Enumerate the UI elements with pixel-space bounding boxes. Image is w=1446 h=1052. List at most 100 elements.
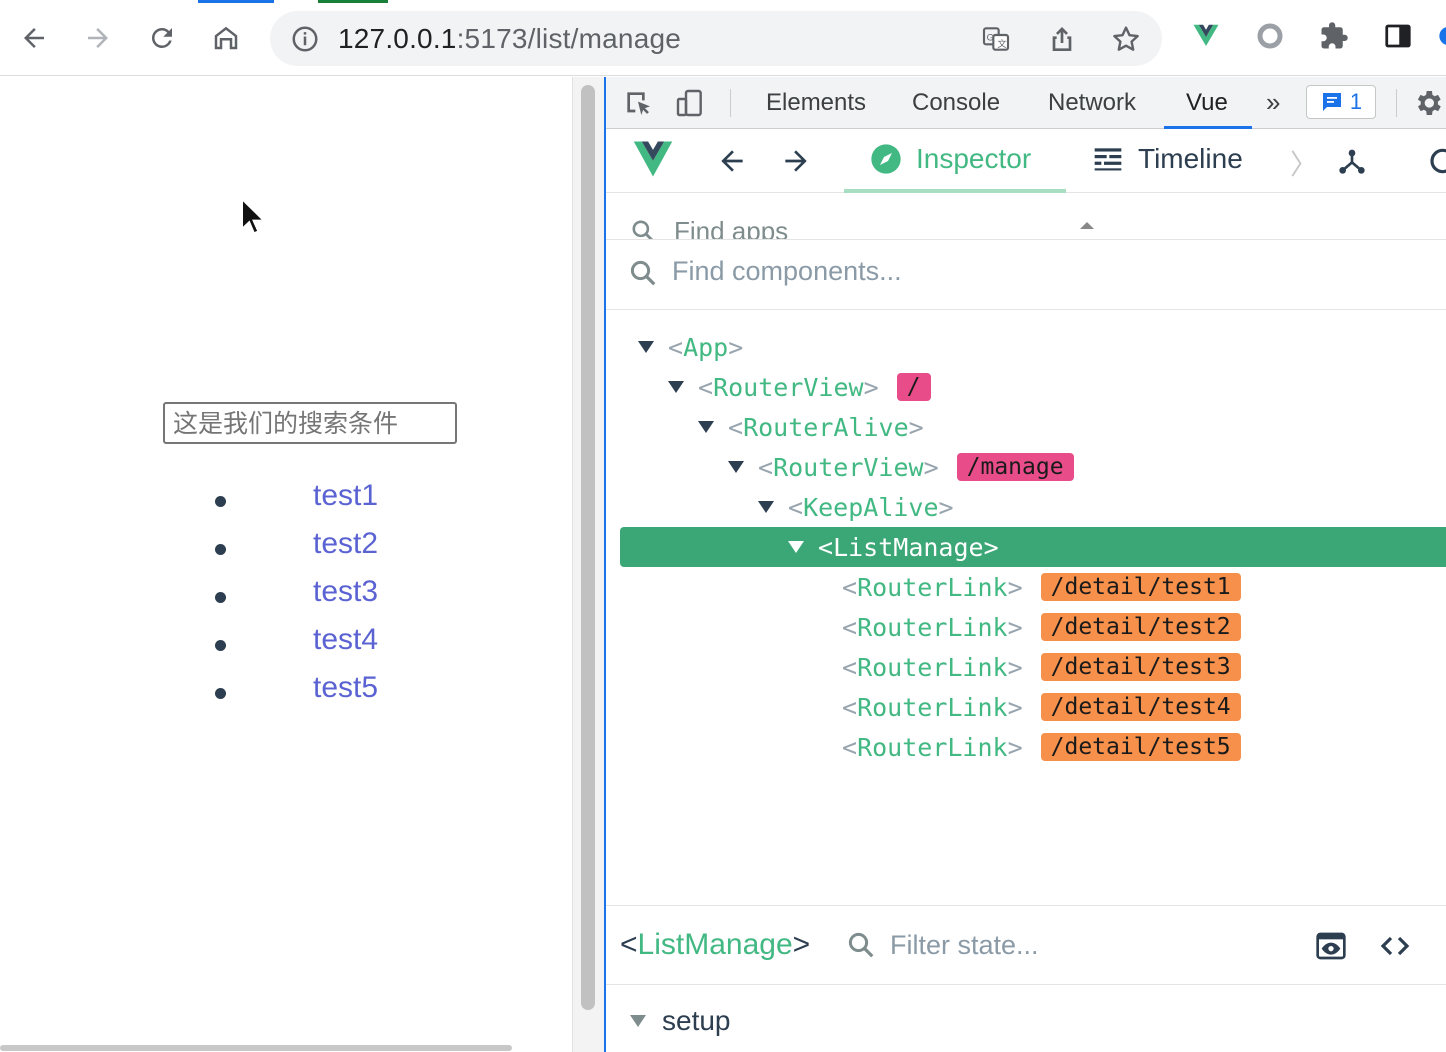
- bullet-icon: [215, 496, 226, 507]
- tab-group-indicator: [318, 0, 388, 3]
- compass-icon: [871, 144, 901, 174]
- active-tab-indicator: [198, 0, 274, 3]
- url-host: 127.0.0.1: [338, 23, 457, 54]
- page-scrollbar-track: [572, 77, 604, 1052]
- inspect-dom-icon[interactable]: [1314, 930, 1348, 962]
- home-button[interactable]: [208, 20, 244, 56]
- issues-badge[interactable]: 1: [1306, 85, 1376, 119]
- expand-arrow-icon[interactable]: [638, 341, 654, 353]
- expand-arrow-icon[interactable]: [788, 541, 804, 553]
- setup-label: setup: [662, 1005, 731, 1036]
- node-name: RouterAlive: [743, 412, 909, 442]
- tree-node-routerview-manage[interactable]: <RouterView>/manage: [728, 447, 1074, 487]
- tree-node-routerlink[interactable]: <RouterLink>/detail/test1: [842, 567, 1241, 607]
- test-link[interactable]: test2: [313, 527, 379, 560]
- test-link[interactable]: test1: [313, 479, 379, 512]
- tab-strip: [0, 0, 1446, 4]
- find-components-search[interactable]: Find components...: [606, 240, 1446, 310]
- bullet-icon: [215, 640, 226, 651]
- star-icon[interactable]: [1110, 23, 1142, 55]
- vertical-scrollbar-thumb[interactable]: [581, 85, 595, 1010]
- forward-button[interactable]: [80, 20, 116, 56]
- search-icon: [632, 220, 653, 239]
- code-brackets-icon[interactable]: [1378, 930, 1412, 962]
- expand-arrow-icon[interactable]: [668, 381, 684, 393]
- extension-circle-button[interactable]: [1252, 18, 1288, 54]
- route-tag: /detail/test1: [1040, 573, 1241, 601]
- route-tag: /detail/test4: [1040, 693, 1241, 721]
- tree-node-routerview[interactable]: <RouterView>/: [668, 367, 931, 407]
- node-name: ListManage: [833, 532, 984, 562]
- back-button[interactable]: [16, 20, 52, 56]
- find-apps-placeholder: Find apps: [674, 216, 789, 240]
- vue-logo-icon: [1193, 24, 1219, 46]
- search-icon: [848, 932, 874, 958]
- home-icon: [214, 26, 238, 50]
- reload-button[interactable]: [144, 20, 180, 56]
- test-link[interactable]: test3: [313, 575, 379, 608]
- node-name: RouterLink: [857, 692, 1008, 722]
- list-item: test4: [0, 621, 572, 669]
- issues-count: 1: [1349, 89, 1363, 114]
- share-icon[interactable]: [1046, 23, 1078, 55]
- tree-node-keepalive[interactable]: <KeepAlive>: [758, 487, 954, 527]
- settings-icon[interactable]: [1424, 145, 1446, 177]
- arrow-left-icon[interactable]: [716, 145, 748, 177]
- selected-component-label: ListManage: [637, 928, 793, 961]
- tree-node-app[interactable]: <App>: [638, 327, 743, 367]
- inspect-element-icon[interactable]: [622, 87, 654, 119]
- route-tag: /detail/test5: [1040, 733, 1241, 761]
- expand-arrow-icon[interactable]: [758, 501, 774, 513]
- tab-elements[interactable]: Elements: [766, 89, 867, 116]
- more-tabs-button[interactable]: »: [1266, 87, 1280, 118]
- route-tag: /: [896, 373, 931, 401]
- find-apps-search[interactable]: Find apps: [606, 194, 1446, 240]
- tree-node-routerlink[interactable]: <RouterLink>/detail/test3: [842, 647, 1241, 687]
- arrow-right-icon[interactable]: [780, 145, 812, 177]
- mouse-cursor-icon: [241, 197, 266, 235]
- filter-state-input[interactable]: Filter state...: [890, 930, 1039, 960]
- translate-icon[interactable]: G文: [980, 23, 1012, 55]
- search-input[interactable]: [163, 402, 457, 444]
- component-graph-icon[interactable]: [1336, 145, 1368, 177]
- tree-node-routerlink[interactable]: <RouterLink>/detail/test5: [842, 727, 1241, 767]
- list-item: test5: [0, 669, 572, 717]
- selected-component-name: <ListManage>: [620, 928, 811, 961]
- info-icon[interactable]: [290, 24, 320, 54]
- horizontal-scrollbar[interactable]: [0, 1045, 512, 1051]
- tree-node-routerlink[interactable]: <RouterLink>/detail/test2: [842, 607, 1241, 647]
- tree-node-routerlink[interactable]: <RouterLink>/detail/test4: [842, 687, 1241, 727]
- expand-arrow-icon[interactable]: [698, 421, 714, 433]
- side-panel-button[interactable]: [1380, 18, 1416, 54]
- tab-network[interactable]: Network: [1048, 89, 1137, 116]
- tree-node-routeralive[interactable]: <RouterAlive>: [698, 407, 924, 447]
- gear-icon[interactable]: [1412, 87, 1444, 119]
- route-tag: /detail/test2: [1040, 613, 1241, 641]
- arrow-right-icon: [88, 28, 108, 48]
- test-link[interactable]: test5: [313, 671, 379, 704]
- bullet-icon: [215, 544, 226, 555]
- node-name: RouterLink: [857, 572, 1008, 602]
- expand-arrow-icon[interactable]: [728, 461, 744, 473]
- inspector-tab[interactable]: Inspector: [870, 143, 1031, 175]
- devtools-tab-bar: Elements Console Network Vue » 1: [606, 77, 1446, 129]
- tab-console[interactable]: Console: [912, 89, 1001, 116]
- caret-up-icon[interactable]: [1080, 222, 1094, 229]
- tree-node-listmanage[interactable]: <ListManage>: [788, 527, 999, 567]
- profile-avatar[interactable]: [1436, 18, 1446, 54]
- setup-section-toggle[interactable]: setup: [630, 1005, 731, 1037]
- tab-vue[interactable]: Vue: [1186, 89, 1228, 116]
- test-link[interactable]: test4: [313, 623, 379, 656]
- extensions-button[interactable]: [1316, 18, 1352, 54]
- timeline-tab[interactable]: Timeline: [1092, 143, 1243, 175]
- bullet-icon: [215, 688, 226, 699]
- timeline-label: Timeline: [1138, 143, 1243, 174]
- active-tab-underline: [1164, 126, 1252, 129]
- node-name: RouterView: [773, 452, 924, 482]
- double-chevron-icon: »: [1266, 87, 1281, 117]
- device-toolbar-icon[interactable]: [674, 87, 706, 119]
- bullet-icon: [215, 592, 226, 603]
- vue-devtools-extension-button[interactable]: [1188, 18, 1224, 54]
- node-name: RouterLink: [857, 612, 1008, 642]
